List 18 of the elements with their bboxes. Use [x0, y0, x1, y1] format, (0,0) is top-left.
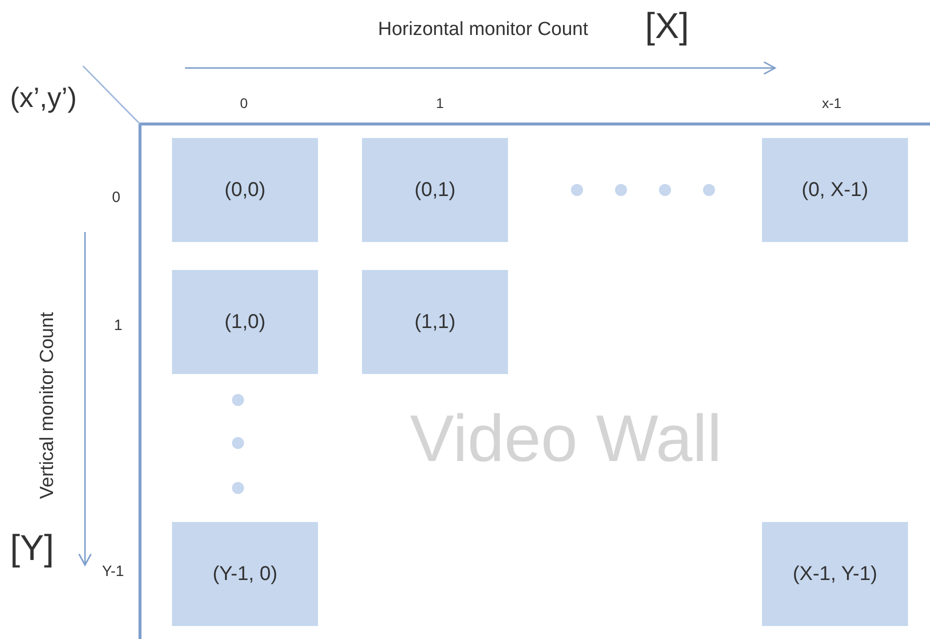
column-index: x-1 — [822, 96, 842, 110]
monitor-tile: (0,1) — [362, 138, 508, 242]
monitor-tile: (1,0) — [172, 270, 318, 374]
row-index: Y-1 — [102, 564, 124, 579]
row-index: 0 — [112, 190, 120, 205]
row-index: 1 — [114, 318, 122, 333]
column-index: 1 — [436, 96, 444, 110]
axis-symbol: [Y] — [10, 530, 54, 566]
column-index: 0 — [240, 96, 248, 110]
origin-label: (x’,y’) — [10, 84, 77, 112]
monitor-tile: (X-1, Y-1) — [762, 522, 908, 626]
monitor-tile: (1,1) — [362, 270, 508, 374]
axis-symbol: [X] — [645, 8, 690, 44]
monitor-tile: (0, X-1) — [762, 138, 908, 242]
monitor-tile: (0,0) — [172, 138, 318, 242]
axis-title: Horizontal monitor Count — [378, 20, 588, 39]
axis-title: Vertical monitor Count — [37, 312, 56, 498]
monitor-tile: (Y-1, 0) — [172, 522, 318, 626]
